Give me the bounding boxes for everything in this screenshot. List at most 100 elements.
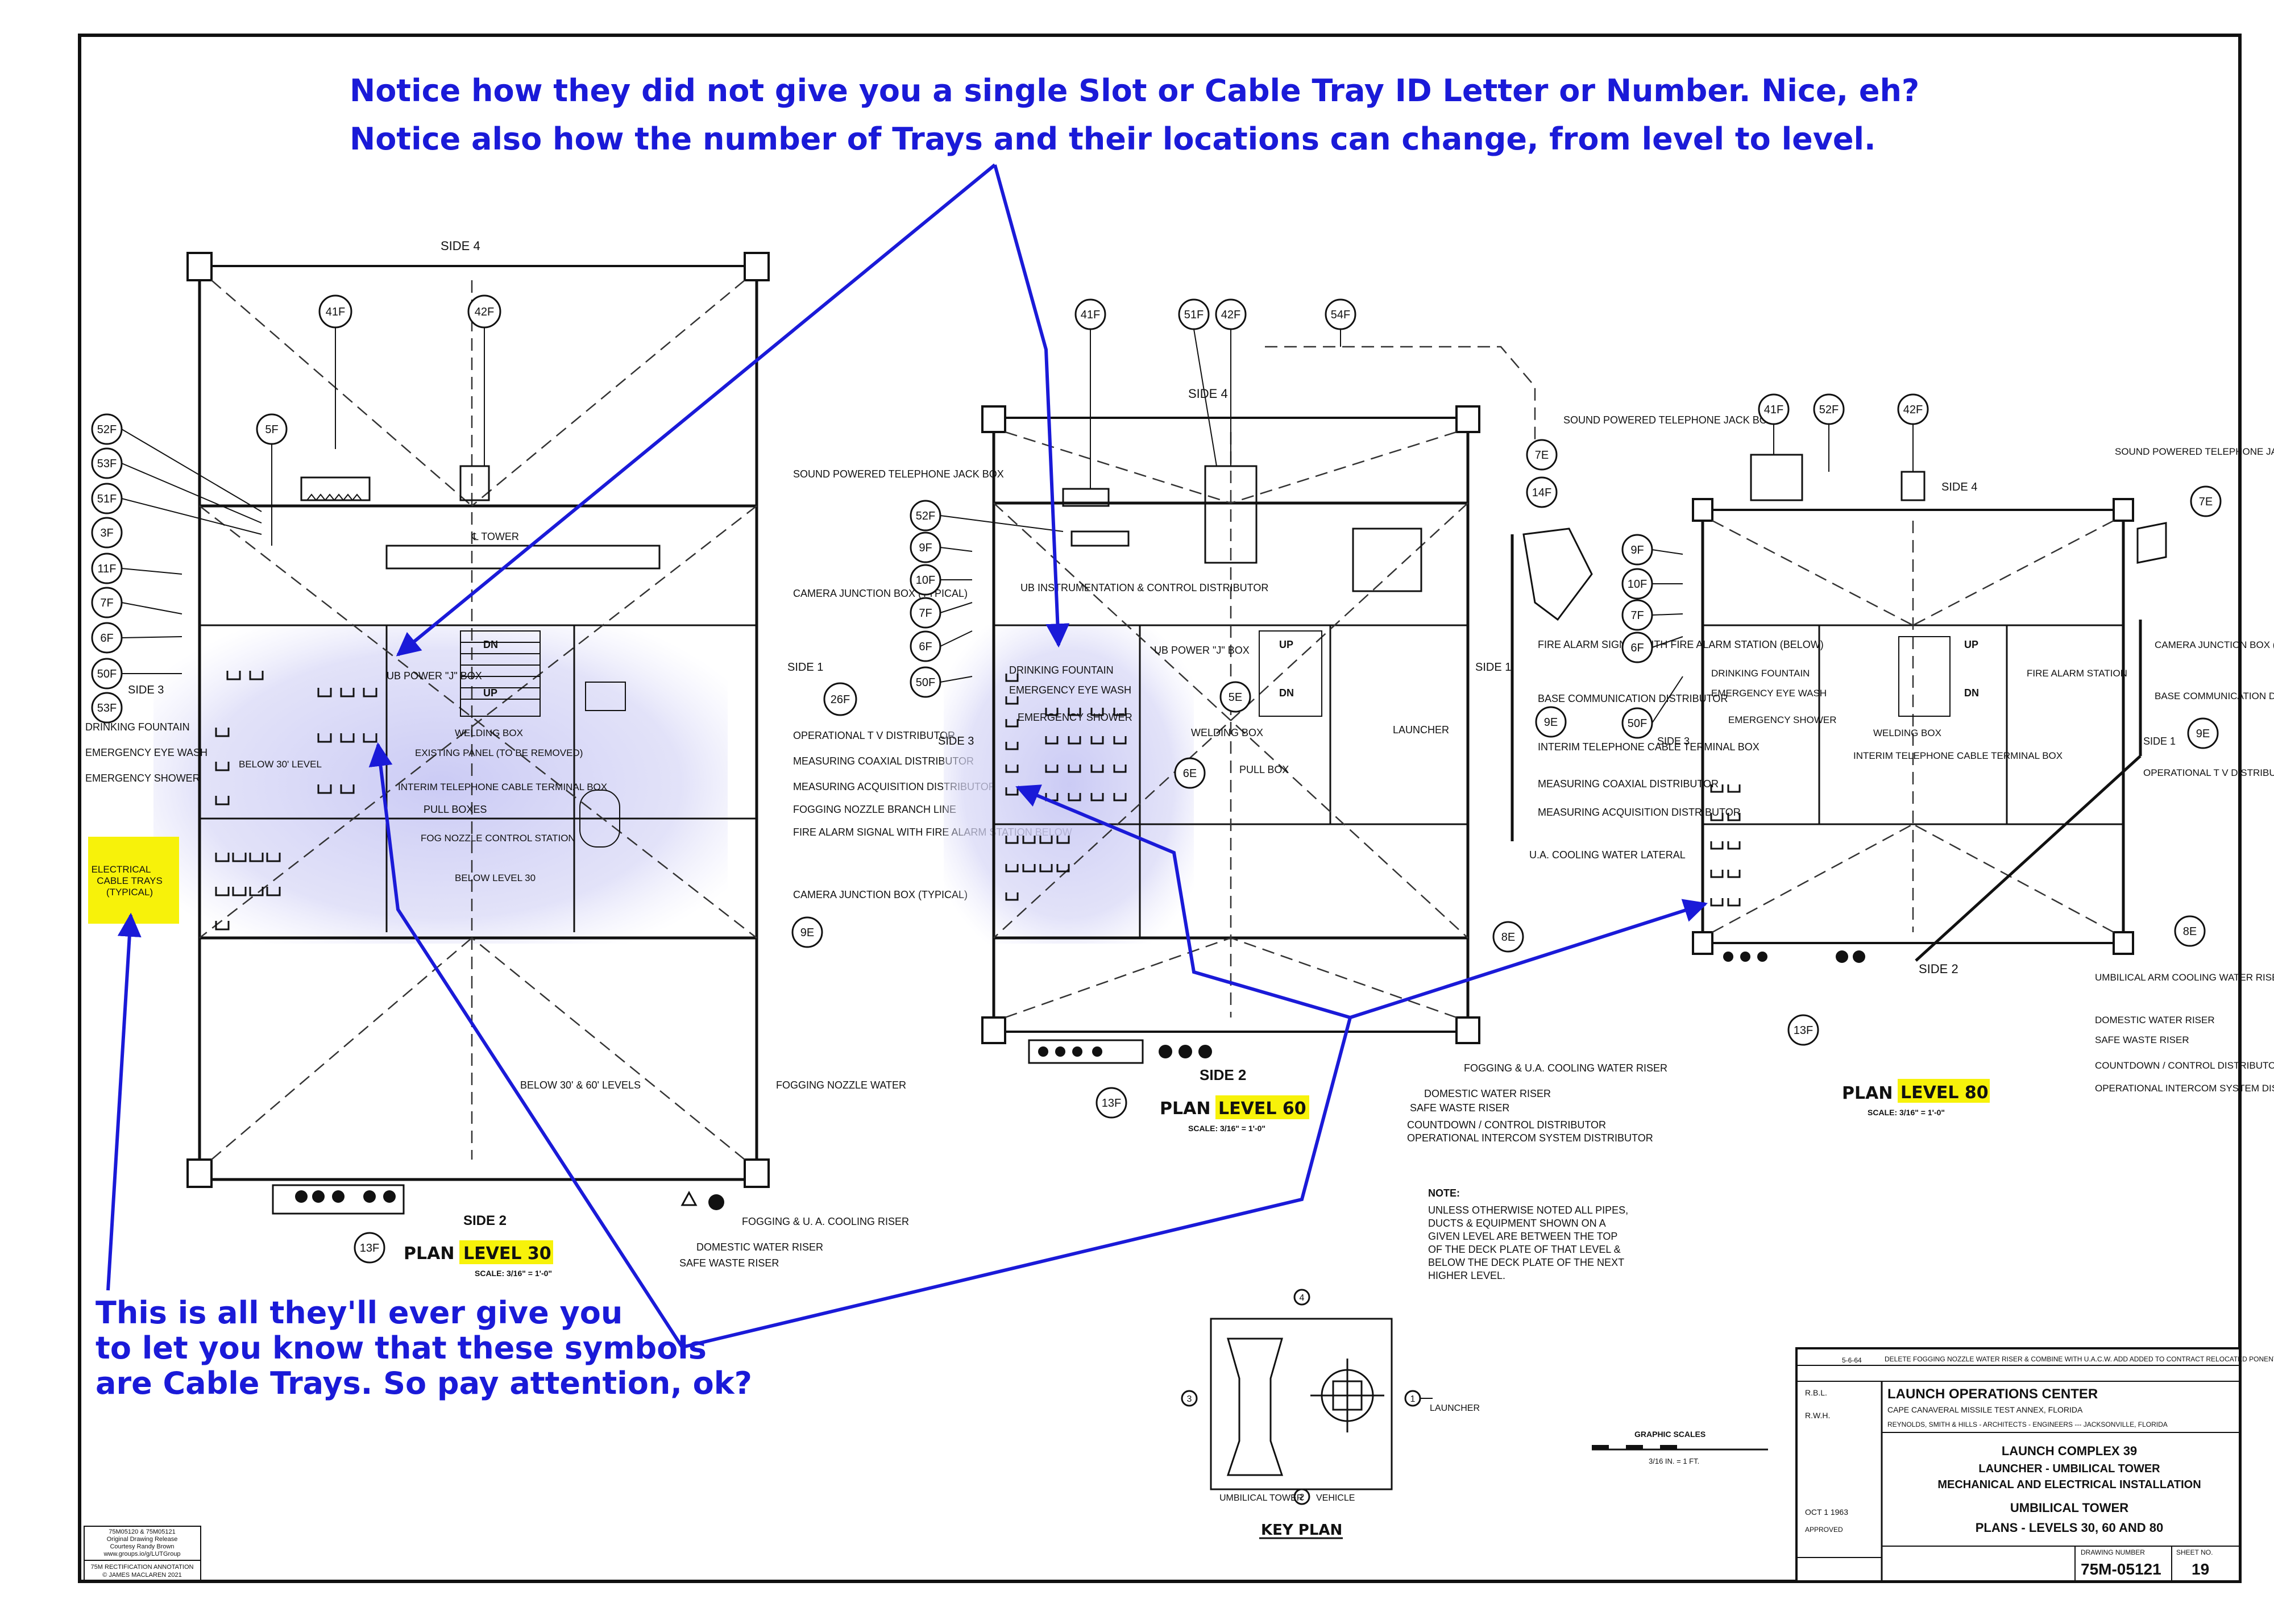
- side-1-label-60: SIDE 1: [1475, 661, 1511, 674]
- note-line-0: UNLESS OTHERWISE NOTED ALL PIPES,: [1428, 1204, 1628, 1216]
- bubble-60-16: 13F: [1102, 1097, 1121, 1110]
- key-launcher: LAUNCHER: [1430, 1403, 1480, 1413]
- bubble-60-7: 7F: [919, 607, 932, 620]
- tb-center: LAUNCH OPERATIONS CENTER: [1887, 1386, 2098, 1402]
- plan-80-prefix: PLAN -: [1842, 1083, 1906, 1103]
- bubble-30-6: 6F: [100, 632, 113, 645]
- r-label-60-2: BASE COMMUNICATION DISTRIBUTOR: [1538, 693, 1728, 704]
- plan-30-prefix: PLAN -: [404, 1244, 467, 1264]
- ub-power-box-30: UB POWER "J" BOX: [387, 670, 482, 682]
- tb-location: CAPE CANAVERAL MISSILE TEST ANNEX, FLORI…: [1887, 1405, 2083, 1414]
- bubble-60-11: 14F: [1532, 487, 1551, 499]
- r-label-80-4: UMBILICAL ARM COOLING WATER RISER: [2095, 972, 2274, 983]
- bubble-60-10: 7E: [1535, 449, 1549, 462]
- graphic-scale-sub: 3/16 IN. = 1 FT.: [1649, 1457, 1699, 1465]
- welding-80: WELDING BOX: [1873, 728, 1941, 738]
- bubble-60-1: 51F: [1184, 309, 1204, 321]
- bubble-30-9: 5F: [265, 423, 278, 436]
- plan-level-30: DN UP SIDE 4 SIDE 2 SIDE 3 SIDE 1 ℄ TOWE…: [85, 239, 1072, 1278]
- shower-30: EMERGENCY SHOWER: [85, 772, 200, 784]
- below-30-30: BELOW 30' LEVEL: [239, 759, 322, 770]
- r-label-60-4: MEASURING COAXIAL DISTRIBUTOR: [1538, 778, 1719, 790]
- key-side-3: 3: [1187, 1394, 1192, 1404]
- tb-dwg-label: DRAWING NUMBER: [2081, 1548, 2145, 1556]
- below-level-30: BELOW LEVEL 30: [455, 873, 536, 883]
- bubble-60-2: 42F: [1221, 309, 1240, 321]
- side-2-label-80: SIDE 2: [1919, 962, 1958, 976]
- credit-4: www.groups.io/g/LUTGroup: [103, 1551, 180, 1557]
- r-label-80-6: SAFE WASTE RISER: [2095, 1035, 2189, 1045]
- bubble-60-4: 52F: [916, 510, 935, 522]
- r-label-80-5: DOMESTIC WATER RISER: [2095, 1015, 2215, 1025]
- r-label-60-0: SOUND POWERED TELEPHONE JACK BOX: [1563, 414, 1774, 426]
- tray-haze-30: [153, 625, 728, 944]
- r-label-60-6: U.A. COOLING WATER LATERAL: [1529, 849, 1686, 861]
- scale-30: SCALE: 3/16" = 1'-0": [475, 1269, 552, 1278]
- key-plan-title: KEY PLAN: [1261, 1522, 1342, 1539]
- plan-level-60: UP DN SIDE 4 SIDE 2 SIDE 3 SIDE 1 UB INS…: [910, 298, 1824, 1144]
- bubble-80-11: 13F: [1794, 1024, 1813, 1037]
- r-label-30-7: CAMERA JUNCTION BOX (TYPICAL): [793, 889, 968, 900]
- tb-date: OCT 1 1963: [1805, 1507, 1848, 1517]
- credit-3: Courtesy Randy Brown: [110, 1543, 174, 1550]
- bubble-80-4: 9F: [1630, 544, 1644, 556]
- electrical-trays-line-1: ELECTRICAL: [92, 864, 151, 875]
- cable-tray-symbols-60: [1005, 674, 1127, 901]
- bubble-60-14: 9E: [1544, 716, 1558, 729]
- note-block: NOTE: UNLESS OTHERWISE NOTED ALL PIPES, …: [1428, 1187, 1628, 1281]
- key-side-1: 1: [1410, 1394, 1416, 1404]
- l-label-80-2: EMERGENCY SHOWER: [1728, 715, 1837, 725]
- tb-approved: APPROVED: [1805, 1526, 1843, 1534]
- annotation-bottom-2: to let you know that these symbols: [96, 1330, 707, 1366]
- bubble-60-8: 6F: [919, 641, 932, 653]
- graphic-scale: GRAPHIC SCALES 3/16 IN. = 1 FT.: [1592, 1430, 1768, 1465]
- scale-60: SCALE: 3/16" = 1'-0": [1188, 1124, 1265, 1133]
- b-label-30-0: FOGGING & U. A. COOLING RISER: [742, 1216, 909, 1227]
- plan-60-prefix: PLAN -: [1160, 1099, 1223, 1119]
- r-label-60-5: MEASURING ACQUISITION DISTRIBUTOR: [1538, 807, 1741, 818]
- l-label-60-0: UB INSTRUMENTATION & CONTROL DISTRIBUTOR: [1020, 582, 1268, 593]
- credit-5: 75M RECTIFICATION ANNOTATION: [91, 1564, 194, 1571]
- svg-text:DN: DN: [1964, 687, 1979, 699]
- bubble-30-11: 42F: [475, 306, 494, 318]
- ub-power-60: UB POWER "J" BOX: [1154, 645, 1250, 656]
- key-side-4: 4: [1300, 1293, 1305, 1303]
- electrical-trays-line-3: (TYPICAL): [106, 887, 153, 898]
- welding-60: WELDING BOX: [1191, 727, 1263, 738]
- r-label-30-8: FOGGING NOZZLE WATER: [776, 1079, 906, 1091]
- b-label-60-4: OPERATIONAL INTERCOM SYSTEM DISTRIBUTOR: [1407, 1132, 1653, 1144]
- l-label-60-3: EMERGENCY SHOWER: [1018, 712, 1132, 723]
- svg-text:DN: DN: [1279, 687, 1294, 699]
- annotation-top-1: Notice how they did not give you a singl…: [350, 73, 1919, 109]
- side-1-label-30: SIDE 1: [787, 661, 823, 674]
- bubbles-60: [910, 298, 1567, 1119]
- side-2-label-60: SIDE 2: [1200, 1066, 1246, 1083]
- below-30-60-30: BELOW 30' & 60' LEVELS: [520, 1079, 641, 1091]
- bubble-30-12: 26F: [831, 693, 850, 706]
- side-3-label-80: SIDE 3: [1657, 736, 1690, 747]
- b-label-30-2: SAFE WASTE RISER: [679, 1257, 779, 1269]
- bubble-60-5: 9F: [919, 542, 932, 554]
- r-label-80-8: OPERATIONAL INTERCOM SYSTEM DISTRIBUTOR: [2095, 1083, 2274, 1094]
- tb-drawn: R.B.L.: [1805, 1388, 1827, 1397]
- r-label-80-7: COUNTDOWN / CONTROL DISTRIBUTOR: [2095, 1060, 2274, 1071]
- bubbles-80: [1621, 393, 2222, 1046]
- bubble-80-7: 6F: [1630, 642, 1644, 654]
- key-umbilical: UMBILICAL TOWER: [1219, 1493, 1303, 1503]
- r-label-30-3: MEASURING COAXIAL DISTRIBUTOR: [793, 755, 974, 767]
- r-label-60-3: INTERIM TELEPHONE CABLE TERMINAL BOX: [1538, 741, 1760, 753]
- side-1-label-80: SIDE 1: [2143, 736, 2176, 747]
- note-line-4: BELOW THE DECK PLATE OF THE NEXT: [1428, 1257, 1624, 1268]
- bubble-30-13: 9E: [800, 927, 814, 939]
- plan-30-level: LEVEL 30: [463, 1244, 551, 1264]
- bubble-30-3: 3F: [100, 527, 113, 539]
- key-vehicle: VEHICLE: [1316, 1493, 1355, 1503]
- annotation-bottom-3: are Cable Trays. So pay attention, ok?: [96, 1365, 752, 1401]
- credit-box: 75M05120 & 75M05121 Original Drawing Rel…: [84, 1526, 201, 1581]
- interim-80: INTERIM TELEPHONE CABLE TERMINAL BOX: [1853, 750, 2063, 761]
- b-label-60-3: COUNTDOWN / CONTROL DISTRIBUTOR: [1407, 1119, 1606, 1131]
- tb-project: LAUNCH COMPLEX 39: [2002, 1444, 2137, 1458]
- note-line-1: DUCTS & EQUIPMENT SHOWN ON A: [1428, 1218, 1606, 1229]
- svg-text:UP: UP: [1964, 639, 1978, 650]
- r-label-30-2: OPERATIONAL T V DISTRIBUTOR: [793, 730, 955, 741]
